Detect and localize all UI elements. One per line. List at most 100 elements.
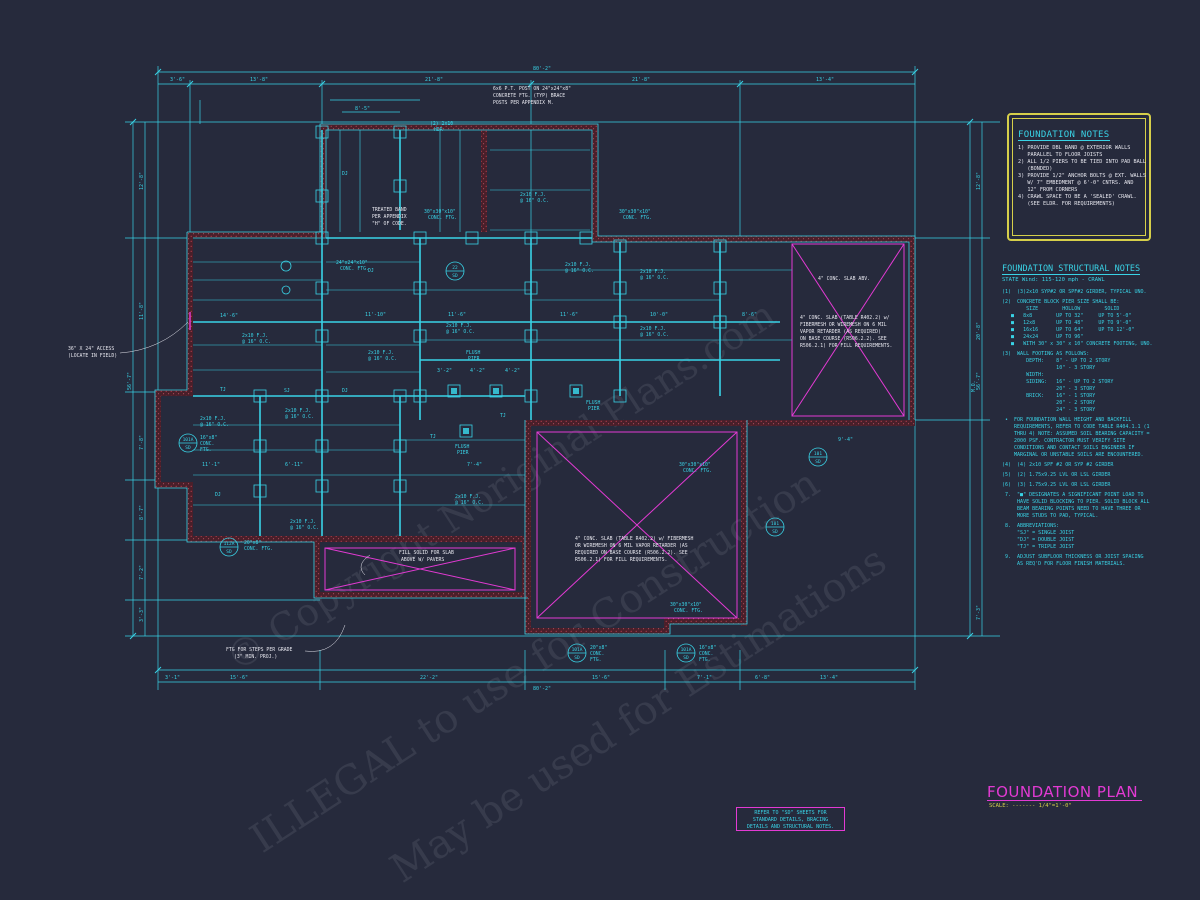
dim-inner-12: 4'-2" (505, 368, 520, 374)
slab-garage-2: OR WIREMESH ON 6 MIL VAPOR RETARDER (AS (575, 543, 688, 549)
ftg-16b-3: FTG. (699, 657, 711, 663)
piers (253, 125, 727, 498)
section-tag-3-num: 101A (572, 647, 583, 653)
dim-inner-1: 8'-5" (355, 106, 370, 112)
dim-overall-left: 56'-7" (127, 372, 133, 390)
structural-note-line: (5) (2) 1.75x9.25 LVL OR LSL GIRDER (1002, 472, 1111, 478)
joist-label-1b: @ 16" O.C. (242, 339, 271, 345)
structural-note-line: 2000 PSF. CONTRACTOR MUST VERIFY SITE (1002, 438, 1126, 444)
dim-inner-5: 11'-6" (560, 312, 578, 318)
joist-label-4b: @ 16" O.C. (565, 268, 594, 274)
ftg-30a-1: 30"x30"x10" (424, 209, 456, 215)
foundation-note-line: (BONDED) (1018, 166, 1053, 172)
ftg-20b-3: FTG. (590, 657, 602, 663)
ftg-30b-2: CONC. FTG. (623, 215, 652, 221)
structural-note-line: ■ 24x24 UP TO 96" (1002, 334, 1084, 340)
plan-scale: SCALE: ------- 1/4"=1'-0" (989, 803, 1072, 809)
foundation-note-line: PARALLEL TO FLOOR JOISTS (1018, 152, 1103, 158)
foundation-note-line: 2) ALL 1/2 PIERS TO BE TIED INTO PAD BAL… (1018, 159, 1147, 165)
structural-note-line: 20" - 3 STORY (1002, 386, 1096, 392)
structural-note-line: WIDTH: (1002, 372, 1045, 378)
two-2x10-2: HDR (434, 127, 443, 133)
ftg-24-1: 24"x24"x10" (336, 260, 368, 266)
joist-label-9b: @ 16" O.C. (285, 414, 314, 420)
joist-label-3b: @ 16" O.C. (446, 329, 475, 335)
dimension-lines (125, 66, 1000, 690)
dj-label-1: DJ (368, 268, 374, 274)
structural-note-line: MORE STUDS TO PAD, TYPICAL. (1002, 513, 1099, 519)
dim-overall-right: 56'-7" (976, 372, 982, 390)
fill-solid-2: ABOVE W/ PAVERS (401, 557, 444, 563)
ftg-16-1: 16"x8" (200, 435, 217, 441)
dim-top-1: 3'-6" (170, 77, 185, 83)
structural-note-line: BEAM BEARING POINTS NEED TO HAVE THREE O… (1002, 506, 1141, 512)
dim-left-4: 8'-7" (139, 505, 145, 520)
ftg-24-2: CONC. FTG. (340, 266, 369, 272)
foundation-notes-title: FOUNDATION NOTES (1018, 130, 1110, 141)
section-tag-circles (178, 260, 828, 663)
structural-note-line: 9. ADJUST SUBFLOOR THICKNESS OR JOIST SP… (1002, 554, 1144, 560)
joist-label-2b: @ 16" O.C. (368, 356, 397, 362)
steps-callout-1: FTG FOR STEPS PER GRADE (226, 647, 293, 653)
structural-note-line: "DJ" = DOUBLE JOIST (1002, 537, 1075, 543)
dim-bottom-2: 15'-6" (230, 675, 248, 681)
structural-note-line: DEPTH: 8" - UP TO 2 STORY (1002, 358, 1111, 364)
structural-note-line: BRICK: 16" - 1 STORY (1002, 393, 1096, 399)
section-tag-7-sheet: SD (452, 273, 458, 279)
treated-band-1: TREATED BAND (372, 207, 407, 213)
dim-bottom-4: 15'-6" (592, 675, 610, 681)
dj-label-4: DJ (342, 388, 348, 394)
joist-label-11a: 2x10 F.J. (290, 519, 316, 525)
fill-solid-1: FILL SOLID FOR SLAB (399, 550, 454, 556)
slab-right-1: 4" CONC. SLAB (TABLE R402.2) w/ (800, 315, 890, 321)
joist-label-7a: 2x10 F.J. (520, 192, 546, 198)
dim-bottom-5: 7'-1" (697, 675, 712, 681)
refer-note-box: REFER TO "SD" SHEETS FOR STANDARD DETAIL… (736, 807, 845, 831)
foundation-note-line: 1) PROVIDE DBL BAND @ EXTERIOR WALLS (1018, 145, 1131, 151)
dim-inner-14: 9'-4" (838, 437, 853, 443)
flush-pier-1b: PIER (468, 356, 480, 362)
structural-note-line: ■ 12x8 UP TO 48" UP TO 9'-0" (1002, 320, 1132, 326)
plan-title: FOUNDATION PLAN (987, 783, 1139, 801)
flush-pier-2a: FLUSH (455, 444, 470, 450)
section-tag-5-sheet: SD (815, 459, 821, 465)
dimension-ticks (129, 68, 974, 674)
solid-piers (451, 388, 579, 434)
refer-note-line: STANDARD DETAILS, BRACING (752, 817, 829, 823)
dim-inner-4: 11'-10" (365, 312, 386, 318)
dim-left-3: 7'-8" (139, 435, 145, 450)
structural-note-line: • FOR FOUNDATION WALL HEIGHT AND BACKFIL… (1002, 417, 1132, 423)
girders (193, 130, 780, 536)
ftg-20a-1: 20"x8" (244, 540, 261, 546)
section-tag-3-sheet: SD (574, 655, 580, 661)
refer-note-line: REFER TO "SD" SHEETS FOR (754, 810, 827, 816)
dim-inner-9: 6'-11" (285, 462, 303, 468)
flush-pier-3a: FLUSH (586, 400, 601, 406)
ftg-30c-1: 30"x30"x10" (679, 462, 711, 468)
refer-note-line: DETAILS AND STRUCTURAL NOTES. (746, 824, 835, 830)
structural-notes-subtitle: STATE Wind: 115-120 mph - CRAWL (1002, 277, 1105, 283)
dim-right-3: 7'-3" (976, 605, 982, 620)
ftg-16-3: FTG. (200, 447, 212, 453)
dim-bottom-1: 3'-1" (165, 675, 180, 681)
dim-inner-11: 4'-2" (470, 368, 485, 374)
dim-inner-8: 11'-1" (202, 462, 220, 468)
structural-notes-list: (1) (3)2x10 SYP#2 OR SPF#2 GIRDER, TYPIC… (1002, 289, 1192, 568)
structural-note-line: CONDITIONS AND CONTACT SOILS ENGINEER IF (1002, 445, 1135, 451)
treated-band-3: "H" OF CODE. (372, 221, 407, 227)
dim-left-1: 12'-8" (139, 172, 145, 190)
dim-inner-10: 7'-4" (467, 462, 482, 468)
section-tag-7-num: 22 (452, 265, 458, 271)
section-tag-2-num: 112A (224, 541, 235, 547)
structural-note-line: SIZE HOLLOW SOLID (1002, 306, 1120, 312)
dim-right-2: 20'-8" (976, 322, 982, 340)
access-callout-2: (LOCATE IN FIELD) (68, 353, 117, 359)
dim-overall-bottom: 80'-2" (533, 686, 551, 692)
ftg-30c-2: CONC. FTG. (683, 468, 712, 474)
tj-label-1: TJ (220, 387, 226, 393)
structural-note-line: ■ 16x16 UP TO 64" UP TO 12'-0" (1002, 327, 1135, 333)
foundation-note-line: W/ 7" EMBEDMENT @ 6'-0" CNTRS. AND (1018, 180, 1134, 186)
structural-note-line: "TJ" = TRIPLE JOIST (1002, 544, 1075, 550)
